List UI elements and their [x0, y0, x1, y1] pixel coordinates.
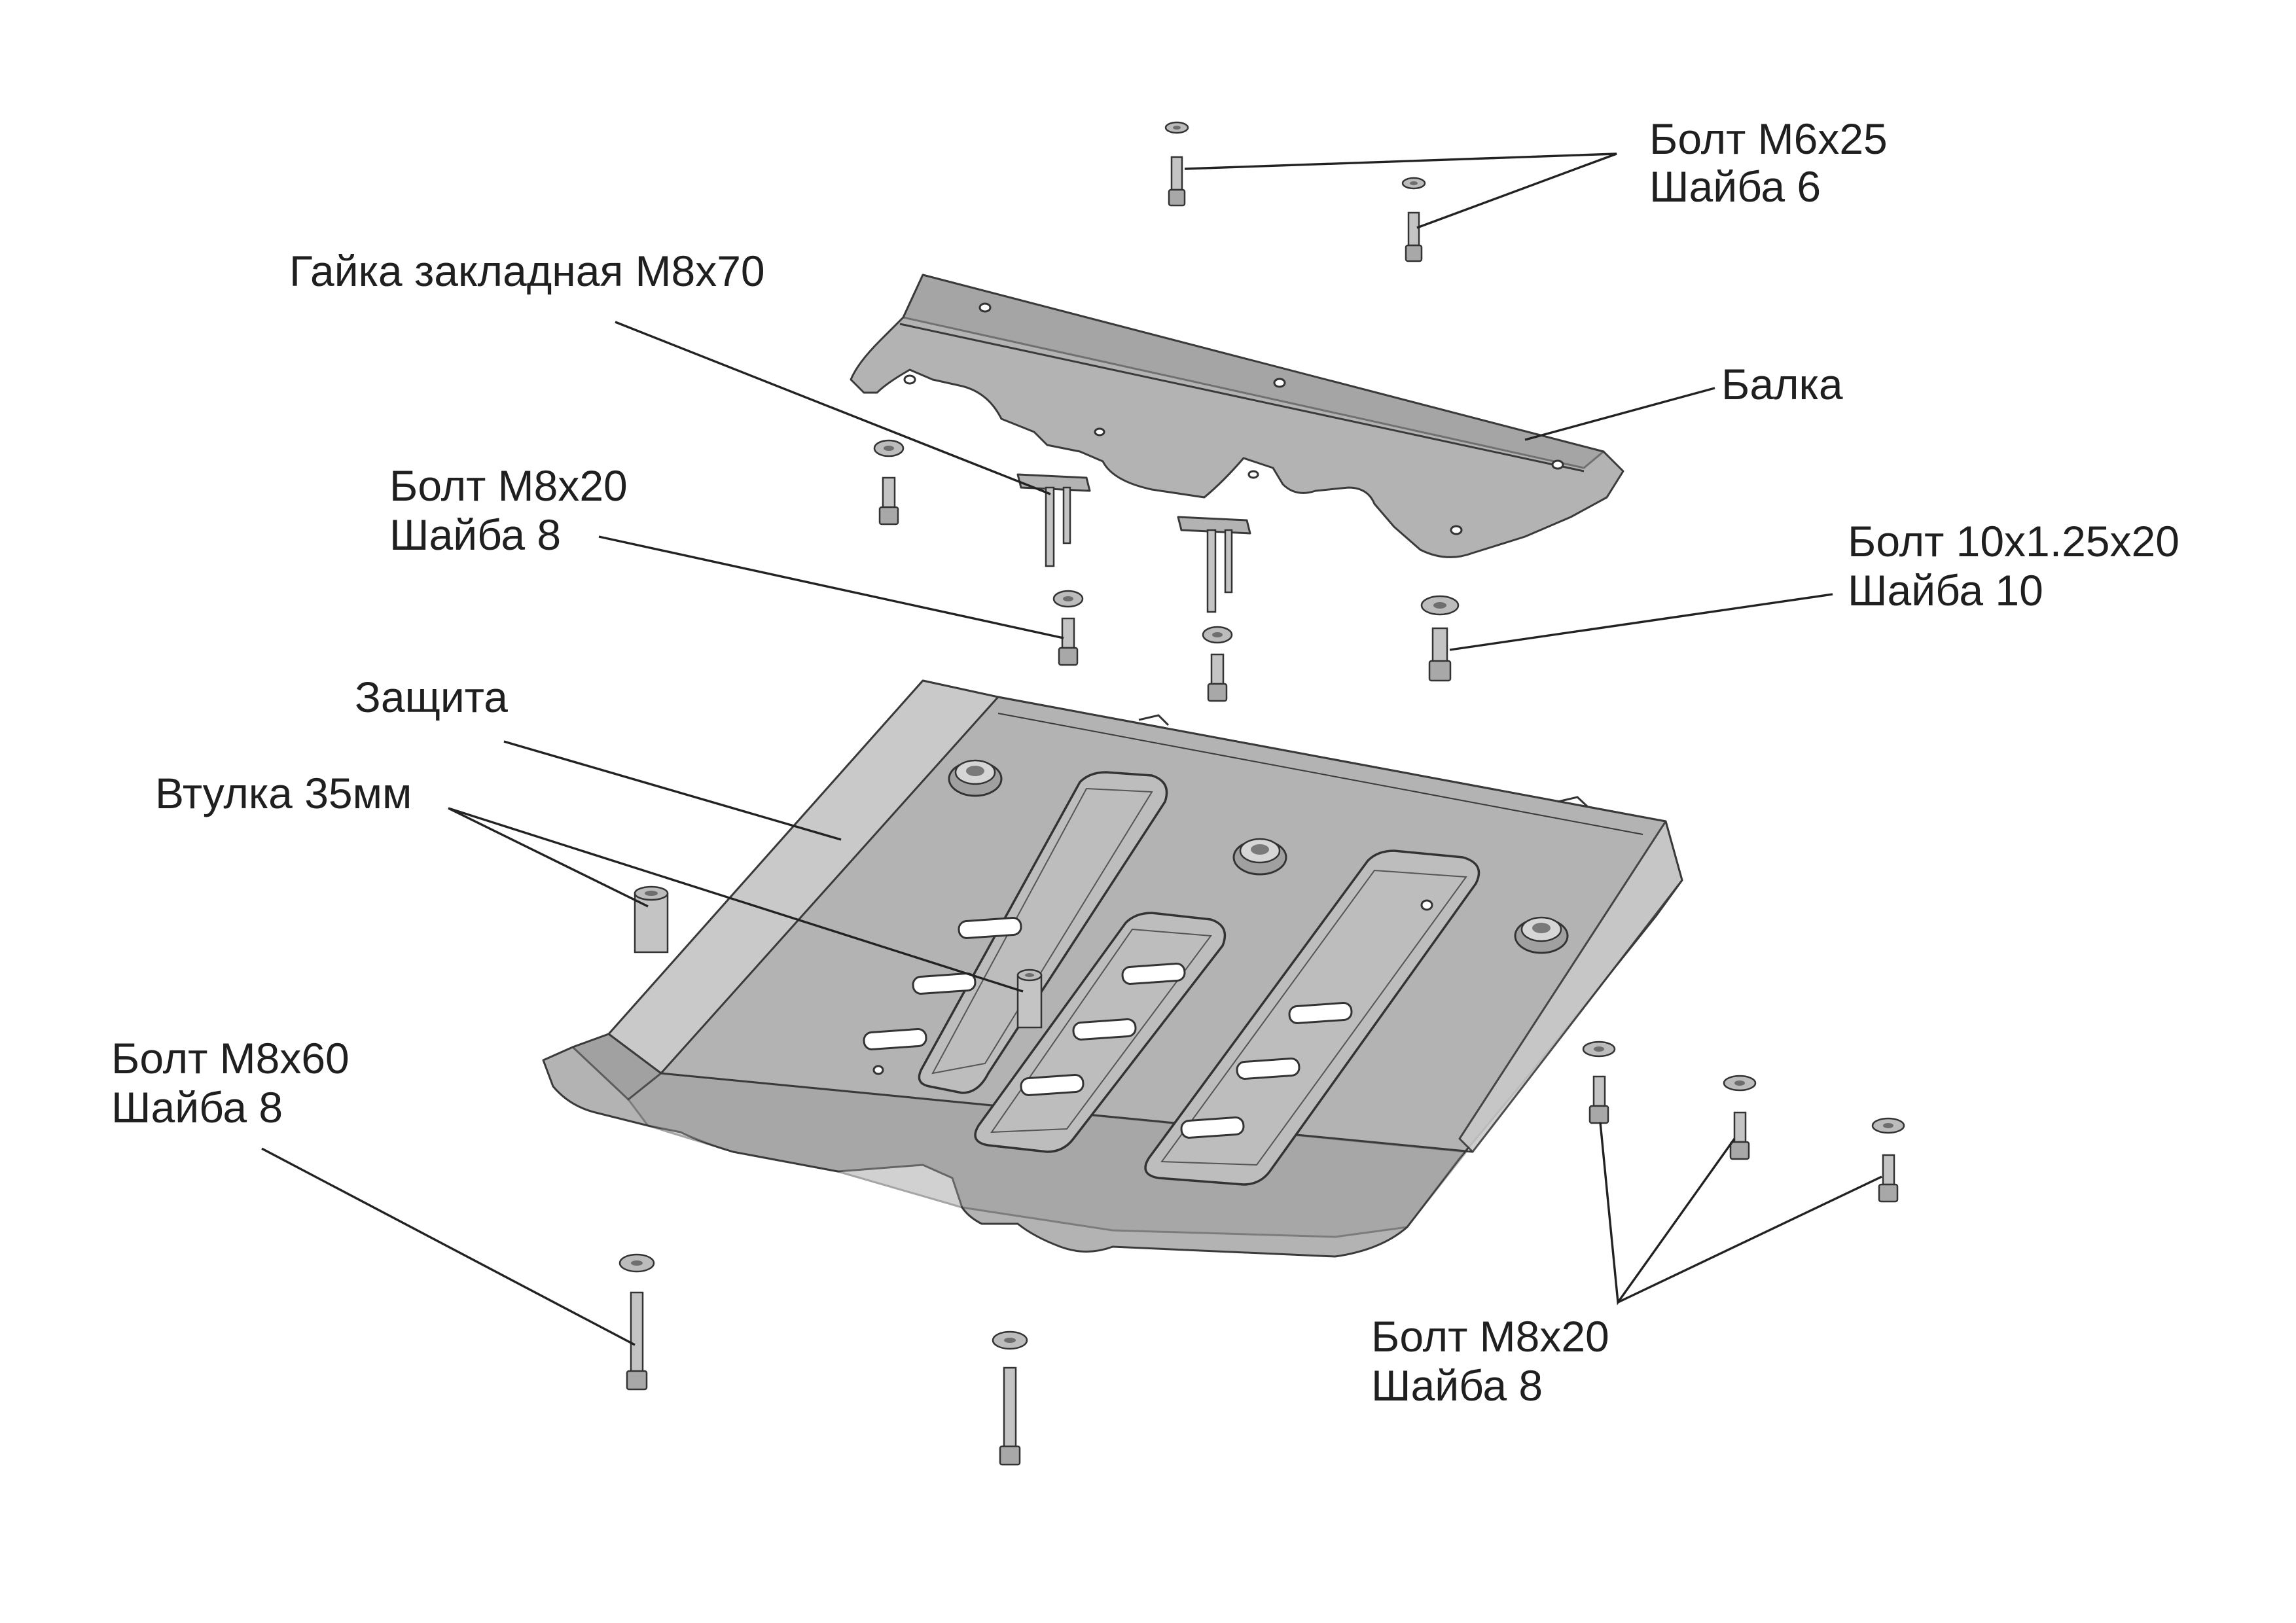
label-bolt-m8x20-bottom: Болт M8x20 — [1371, 1312, 1609, 1361]
bolt-m6x25-1 — [1164, 121, 1189, 207]
guard-mount-boss — [948, 759, 1003, 797]
leader-bolt-m8x20-bottom-3 — [1617, 1175, 1882, 1304]
leader-bolt-m8x20-top — [598, 535, 1064, 639]
leader-lines — [261, 152, 1882, 1346]
leader-embedded-nut — [615, 321, 1051, 495]
label-guard: Защита — [355, 673, 508, 721]
label-bushing: Втулка 35мм — [155, 769, 412, 817]
leader-bolt-m8x60 — [261, 1147, 636, 1346]
leader-guard — [503, 740, 842, 841]
label-bolt-10x125x20: Болт 10x1.25x20 — [1848, 517, 2179, 565]
labels: Болт M6x25 Шайба 6 Гайка закладная M8x70… — [111, 115, 2179, 1410]
bolt-m8x20-top-1 — [873, 439, 905, 526]
bushing-2 — [1016, 969, 1043, 1029]
bolt-10x125x20 — [1420, 595, 1460, 682]
leader-bolt-10x125x20 — [1449, 593, 1833, 651]
label-bolt-m8x20-top: Болт M8x20 — [389, 461, 628, 510]
bolt-m8x60-2 — [992, 1330, 1028, 1466]
guard-mount-boss — [1232, 838, 1287, 876]
leader-bolt-m8x20-bottom — [1599, 1122, 1736, 1306]
label-washer-8-left: Шайба 8 — [111, 1083, 283, 1132]
label-washer-6: Шайба 6 — [1649, 162, 1821, 211]
bolt-m8x20-top-2 — [1052, 590, 1084, 666]
bolt-m8x20-bottom-2 — [1723, 1075, 1757, 1160]
label-washer-8-bottom: Шайба 8 — [1371, 1361, 1543, 1410]
guard-mount-boss — [1514, 916, 1569, 954]
label-washer-10: Шайба 10 — [1848, 566, 2043, 615]
leader-bushing — [448, 807, 1024, 993]
label-bolt-m8x60: Болт M8x60 — [111, 1034, 350, 1082]
guard-part — [542, 679, 1683, 1258]
beam-part — [850, 274, 1624, 558]
bolt-m8x60-1 — [619, 1253, 655, 1391]
label-bolt-m6x25: Болт M6x25 — [1649, 115, 1888, 163]
label-embedded-nut: Гайка закладная M8x70 — [289, 247, 765, 295]
embedded-nut-2 — [1177, 516, 1251, 613]
bolt-m8x20-bottom-1 — [1582, 1041, 1616, 1124]
bolt-m8x20-top-3 — [1202, 626, 1233, 702]
embedded-nut-1 — [1016, 473, 1091, 567]
bushing-1 — [634, 885, 669, 954]
label-beam: Балка — [1721, 360, 1843, 408]
leader-bolt-m6x25 — [1184, 152, 1617, 229]
bolt-m6x25-2 — [1401, 177, 1426, 262]
bolt-m8x20-bottom-3 — [1871, 1117, 1905, 1203]
label-washer-8-top: Шайба 8 — [389, 510, 561, 559]
leader-beam — [1524, 387, 1715, 441]
